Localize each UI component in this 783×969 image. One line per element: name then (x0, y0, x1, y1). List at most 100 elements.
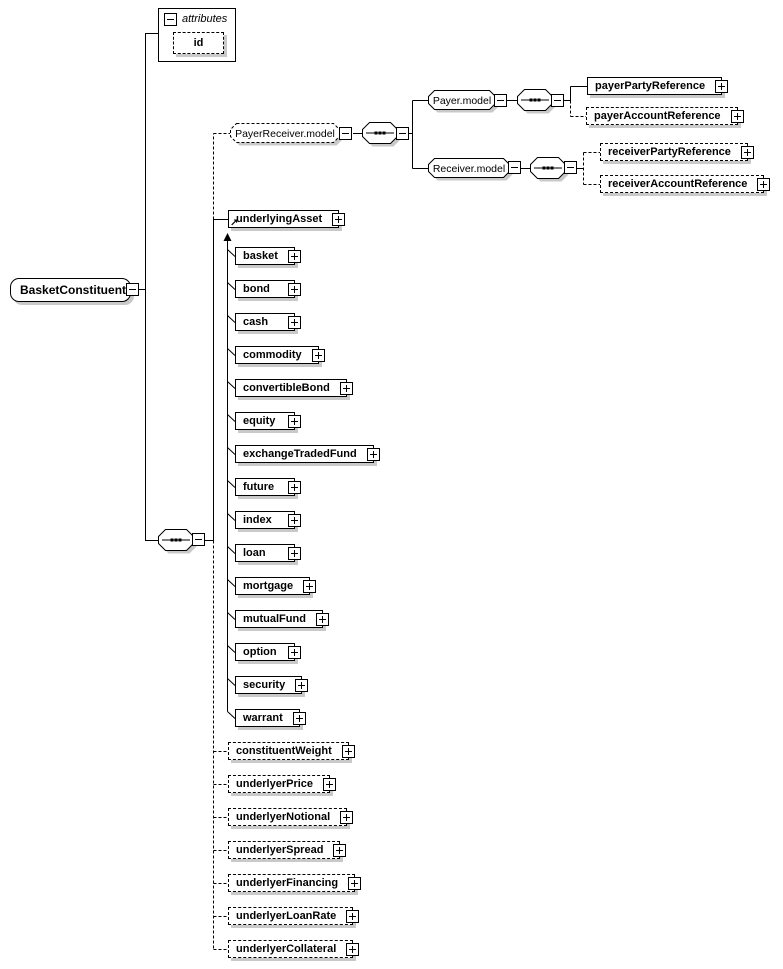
element-index[interactable]: index (235, 511, 301, 529)
attributes-header: attributes (182, 13, 228, 25)
element-underlyer-spread[interactable]: underlyerSpread (228, 841, 347, 859)
element-label: exchangeTradedFund (243, 448, 357, 460)
element-label: equity (243, 415, 276, 427)
element-basket-constituent[interactable]: BasketConstituent (10, 278, 131, 302)
element-label: commodity (243, 349, 302, 361)
group-label: Receiver.model (433, 163, 505, 175)
reference-arrow-icon: ↗ (230, 218, 239, 229)
element-underlyer-loan-rate[interactable]: underlyerLoanRate (228, 907, 360, 925)
element-future[interactable]: future (235, 478, 301, 496)
element-label: index (243, 514, 272, 526)
element-label: bond (243, 283, 270, 295)
collapse-icon[interactable] (164, 13, 177, 26)
expand-icon[interactable] (341, 744, 355, 758)
attributes-box: attributes id (158, 8, 236, 62)
element-label: mutualFund (243, 613, 306, 625)
element-equity[interactable]: equity (235, 412, 301, 430)
element-payer-party-reference[interactable]: payerPartyReference (587, 77, 729, 95)
element-label: underlyerCollateral (236, 943, 337, 955)
expand-icon[interactable] (288, 546, 301, 560)
element-label: underlyingAsset (236, 213, 323, 225)
attribute-label: id (193, 37, 204, 49)
element-label: payerPartyReference (595, 80, 706, 92)
expand-icon[interactable] (288, 282, 301, 296)
element-payer-account-reference[interactable]: payerAccountReference (586, 107, 744, 125)
expand-icon[interactable] (348, 876, 362, 890)
element-receiver-account-reference[interactable]: receiverAccountReference (600, 175, 771, 193)
group-payer-model[interactable]: Payer.model (428, 90, 503, 117)
expand-icon[interactable] (340, 810, 354, 824)
element-convertible-bond[interactable]: convertibleBond (235, 379, 353, 397)
expand-icon[interactable] (288, 315, 301, 329)
element-mutual-fund[interactable]: mutualFund (235, 610, 329, 628)
element-underlyer-price[interactable]: underlyerPrice (228, 775, 337, 793)
element-label: BasketConstituent (20, 283, 127, 297)
expand-icon[interactable] (292, 711, 306, 725)
element-label: underlyerSpread (236, 844, 324, 856)
element-label: underlyerNotional (236, 811, 331, 823)
element-label: payerAccountReference (594, 110, 721, 122)
element-underlying-asset[interactable]: ↗ underlyingAsset (228, 210, 346, 229)
element-loan[interactable]: loan (235, 544, 301, 562)
element-receiver-party-reference[interactable]: receiverPartyReference (600, 143, 754, 161)
element-label: receiverAccountReference (608, 178, 748, 190)
group-label: Payer.model (433, 95, 491, 107)
expand-icon[interactable] (339, 381, 353, 395)
expand-icon[interactable] (757, 177, 771, 191)
element-label: cash (243, 316, 269, 328)
element-underlyer-collateral[interactable]: underlyerCollateral (228, 940, 360, 958)
element-label: future (243, 481, 275, 493)
group-payer-receiver-model[interactable]: PayerReceiver.model (230, 123, 347, 150)
sequence-icon (362, 122, 401, 147)
element-exchange-traded-fund[interactable]: exchangeTradedFund (235, 445, 380, 463)
expand-icon[interactable] (288, 513, 301, 527)
expand-icon[interactable] (288, 249, 301, 263)
element-security[interactable]: security (235, 676, 309, 694)
expand-icon[interactable] (730, 109, 744, 123)
element-label: option (243, 646, 277, 658)
collapse-icon[interactable] (551, 94, 564, 107)
element-underlyer-notional[interactable]: underlyerNotional (228, 808, 354, 826)
group-receiver-model[interactable]: Receiver.model (428, 158, 517, 185)
collapse-icon[interactable] (339, 127, 352, 140)
expand-icon[interactable] (323, 777, 337, 791)
collapse-icon[interactable] (564, 161, 577, 174)
collapse-icon[interactable] (396, 127, 409, 140)
element-label: loan (243, 547, 266, 559)
sequence-icon (158, 529, 197, 554)
collapse-icon[interactable] (126, 283, 139, 296)
substitution-arrow-icon (223, 233, 232, 241)
expand-icon[interactable] (366, 447, 380, 461)
element-label: warrant (243, 712, 283, 724)
expand-icon[interactable] (288, 480, 301, 494)
collapse-icon[interactable] (494, 94, 507, 107)
expand-icon[interactable] (346, 942, 360, 956)
element-option[interactable]: option (235, 643, 301, 661)
expand-icon[interactable] (311, 348, 325, 362)
element-mortgage[interactable]: mortgage (235, 577, 317, 595)
expand-icon[interactable] (715, 79, 729, 93)
element-bond[interactable]: bond (235, 280, 301, 298)
element-warrant[interactable]: warrant (235, 709, 306, 727)
element-basket[interactable]: basket (235, 247, 301, 265)
attribute-id[interactable]: id (173, 32, 224, 54)
expand-icon[interactable] (315, 612, 329, 626)
expand-icon[interactable] (346, 909, 360, 923)
expand-icon[interactable] (740, 145, 754, 159)
element-underlyer-financing[interactable]: underlyerFinancing (228, 874, 362, 892)
expand-icon[interactable] (295, 678, 309, 692)
element-constituent-weight[interactable]: constituentWeight (228, 742, 355, 760)
element-commodity[interactable]: commodity (235, 346, 325, 364)
expand-icon[interactable] (288, 645, 301, 659)
collapse-icon[interactable] (508, 161, 521, 174)
collapse-icon[interactable] (192, 533, 205, 546)
expand-icon[interactable] (332, 212, 346, 226)
element-label: underlyerLoanRate (236, 910, 337, 922)
expand-icon[interactable] (333, 843, 347, 857)
expand-icon[interactable] (303, 579, 317, 593)
element-cash[interactable]: cash (235, 313, 301, 331)
expand-icon[interactable] (288, 414, 301, 428)
element-label: constituentWeight (236, 745, 332, 757)
element-label: mortgage (243, 580, 294, 592)
